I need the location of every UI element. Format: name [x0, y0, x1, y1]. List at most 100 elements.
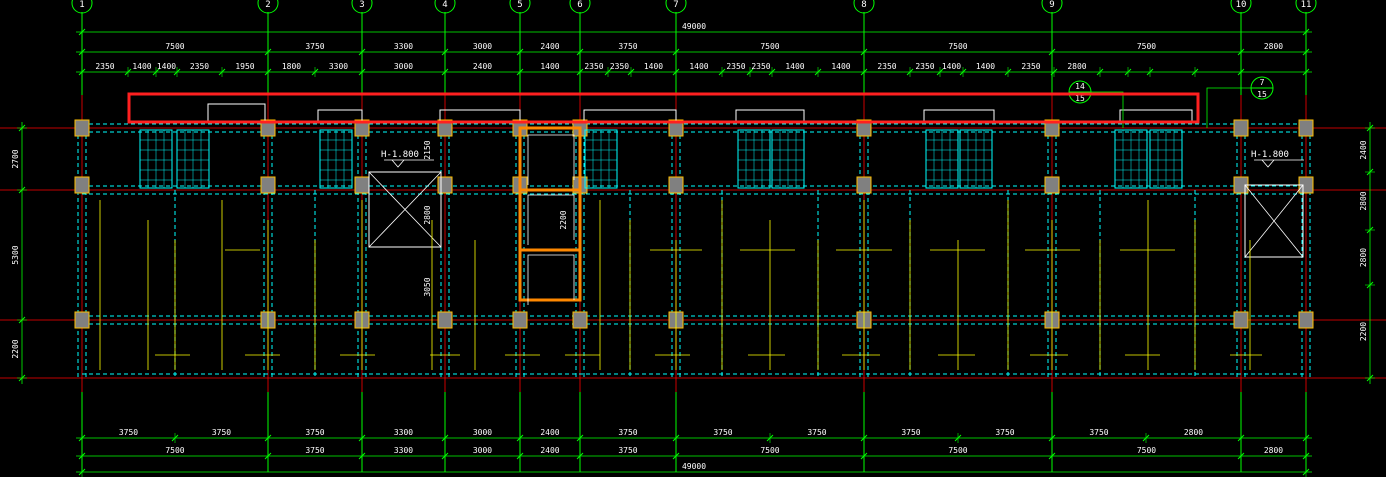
dim-text: 1400: [157, 62, 176, 71]
column: [74, 176, 90, 194]
dim-text: 1950: [235, 62, 254, 71]
stair-well-left-diag: [368, 171, 442, 248]
dim-text: 2400: [540, 428, 559, 437]
elevation-label: H-1.800: [1251, 150, 1289, 160]
axis-label: 1: [79, 0, 84, 10]
dim-text: 2800: [1359, 248, 1368, 267]
dim-text: 2400: [540, 446, 559, 455]
axis-bubble: [71, 0, 93, 14]
stair-flight: [527, 134, 575, 185]
dim-text: 1400: [689, 62, 708, 71]
stair-dim-text: 2200: [559, 210, 568, 229]
dim-text: 2350: [915, 62, 934, 71]
dim-text: 7500: [948, 42, 967, 51]
elevation-triangle: [391, 159, 405, 168]
axis-label: 5: [517, 0, 522, 10]
dim-text: 3750: [1089, 428, 1108, 437]
dim-text: 3300: [394, 446, 413, 455]
axis-label: 8: [861, 0, 866, 10]
stair-well-right-diag: [1244, 184, 1304, 258]
axis-bubble: [1041, 0, 1063, 14]
dim-text: 1400: [132, 62, 151, 71]
axis-label: 10: [1236, 0, 1247, 10]
dim-text: 1400: [831, 62, 850, 71]
axis-label: 2: [265, 0, 270, 10]
stair-well-right: [1244, 184, 1304, 258]
facade-bump: [317, 109, 363, 122]
dim-text: 7500: [165, 446, 184, 455]
dim-text: 7500: [1137, 446, 1156, 455]
elevation-label: H-1.800: [381, 150, 419, 160]
dim-text: 2200: [1359, 322, 1368, 341]
dim-text: 2350: [877, 62, 896, 71]
facade-bump: [583, 109, 677, 122]
column: [74, 311, 90, 329]
dim-text: 2800: [1359, 191, 1368, 210]
column: [1298, 311, 1314, 329]
dim-text: 1400: [976, 62, 995, 71]
dim-text: 2800: [1264, 42, 1283, 51]
axis-bubble: [434, 0, 456, 14]
red-highlight-box[interactable]: [127, 92, 1200, 124]
facade-bump: [1119, 109, 1193, 122]
dim-text: 49000: [682, 462, 706, 471]
column: [260, 119, 276, 137]
dim-text: 2350: [95, 62, 114, 71]
dim-text: 49000: [682, 22, 706, 31]
axis-label: 6: [577, 0, 582, 10]
dim-text: 1400: [785, 62, 804, 71]
column: [354, 176, 370, 194]
axis-bubble: [257, 0, 279, 14]
dim-text: 7500: [948, 446, 967, 455]
dim-text: 3750: [618, 446, 637, 455]
section-leader: [1206, 87, 1251, 128]
stair-dim-text: 3050: [423, 277, 432, 296]
dim-text: 3750: [713, 428, 732, 437]
dim-text: 3000: [473, 428, 492, 437]
dim-text: 3750: [119, 428, 138, 437]
dim-text: 3300: [329, 62, 348, 71]
dim-text: 3750: [901, 428, 920, 437]
stair-core: [518, 126, 582, 302]
dim-text: 1400: [644, 62, 663, 71]
column: [668, 176, 684, 194]
elevation-triangle: [1261, 159, 1275, 168]
axis-label: 9: [1049, 0, 1054, 10]
column: [856, 176, 872, 194]
facade-bump: [439, 109, 521, 122]
dim-text: 1400: [540, 62, 559, 71]
section-leader: [1091, 91, 1124, 128]
dim-text: 7500: [165, 42, 184, 51]
dim-text: 3750: [212, 428, 231, 437]
dim-text: 2200: [11, 339, 20, 358]
dim-text: 1800: [282, 62, 301, 71]
dim-text: 2400: [1359, 140, 1368, 159]
dim-text: 2400: [473, 62, 492, 71]
section-number: 7: [1260, 78, 1265, 87]
dim-text: 3750: [305, 428, 324, 437]
dim-text: 3750: [305, 446, 324, 455]
axis-bubble: [853, 0, 875, 14]
dim-text: 3750: [807, 428, 826, 437]
axis-label: 7: [673, 0, 678, 10]
dim-text: 2350: [584, 62, 603, 71]
column: [260, 176, 276, 194]
column: [437, 119, 453, 137]
dim-text: 3000: [473, 446, 492, 455]
dim-text: 2800: [1067, 62, 1086, 71]
dim-text: 3000: [394, 62, 413, 71]
facade-bump: [207, 103, 266, 122]
dim-text: 3750: [305, 42, 324, 51]
axis-bubble: [351, 0, 373, 14]
dim-text: 7500: [1137, 42, 1156, 51]
column: [1233, 119, 1249, 137]
dim-text: 2350: [726, 62, 745, 71]
axis-label: 4: [442, 0, 447, 10]
dimension-chains: 49000 7500 3750 3300 3000 2400 3750 7500 7500 750…: [11, 22, 1375, 477]
stair-well-left: [368, 171, 442, 248]
facade-bump: [923, 109, 995, 122]
column: [1044, 119, 1060, 137]
